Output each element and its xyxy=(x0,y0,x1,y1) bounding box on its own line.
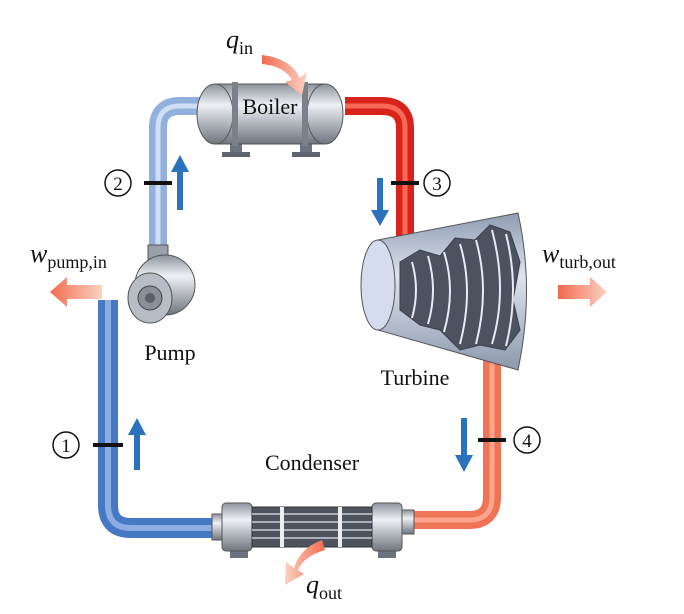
state-3: 3 xyxy=(391,169,451,197)
q-out-label: qout xyxy=(306,570,342,603)
svg-text:3: 3 xyxy=(432,174,442,195)
svg-text:4: 4 xyxy=(522,431,532,452)
w-turb-label: wturb,out xyxy=(542,239,616,272)
condenser-label: Condenser xyxy=(265,450,360,475)
pipe-condenser-to-pump xyxy=(98,300,225,538)
pump-label: Pump xyxy=(144,340,195,365)
flow-arrow-down-icon xyxy=(371,178,389,226)
state-4: 4 xyxy=(478,426,541,454)
w-pump-label: wpump,in xyxy=(30,239,107,272)
state-1: 1 xyxy=(52,431,123,459)
q-in-arrow-icon xyxy=(262,55,307,95)
pump: Pump xyxy=(127,244,196,365)
boiler: Boiler xyxy=(196,82,344,157)
q-out-arrow-icon xyxy=(285,540,325,585)
pipe-boiler-to-turbine xyxy=(345,97,414,250)
flow-arrow-down-icon xyxy=(455,418,473,472)
turbine-blades-icon xyxy=(411,229,514,347)
w-turb-arrow-icon xyxy=(558,277,607,307)
flow-arrow-up-icon xyxy=(171,155,189,210)
flow-arrow-up-icon xyxy=(128,418,146,470)
turbine-label: Turbine xyxy=(381,365,450,390)
w-pump-arrow-icon xyxy=(50,277,102,307)
svg-text:2: 2 xyxy=(113,174,123,195)
flow-arrows xyxy=(128,155,473,472)
condenser: Condenser xyxy=(211,450,415,558)
turbine: Turbine xyxy=(360,212,527,390)
svg-text:1: 1 xyxy=(61,436,71,457)
q-in-label: qin xyxy=(226,25,253,58)
boiler-label: Boiler xyxy=(243,94,299,119)
state-2: 2 xyxy=(104,169,172,197)
